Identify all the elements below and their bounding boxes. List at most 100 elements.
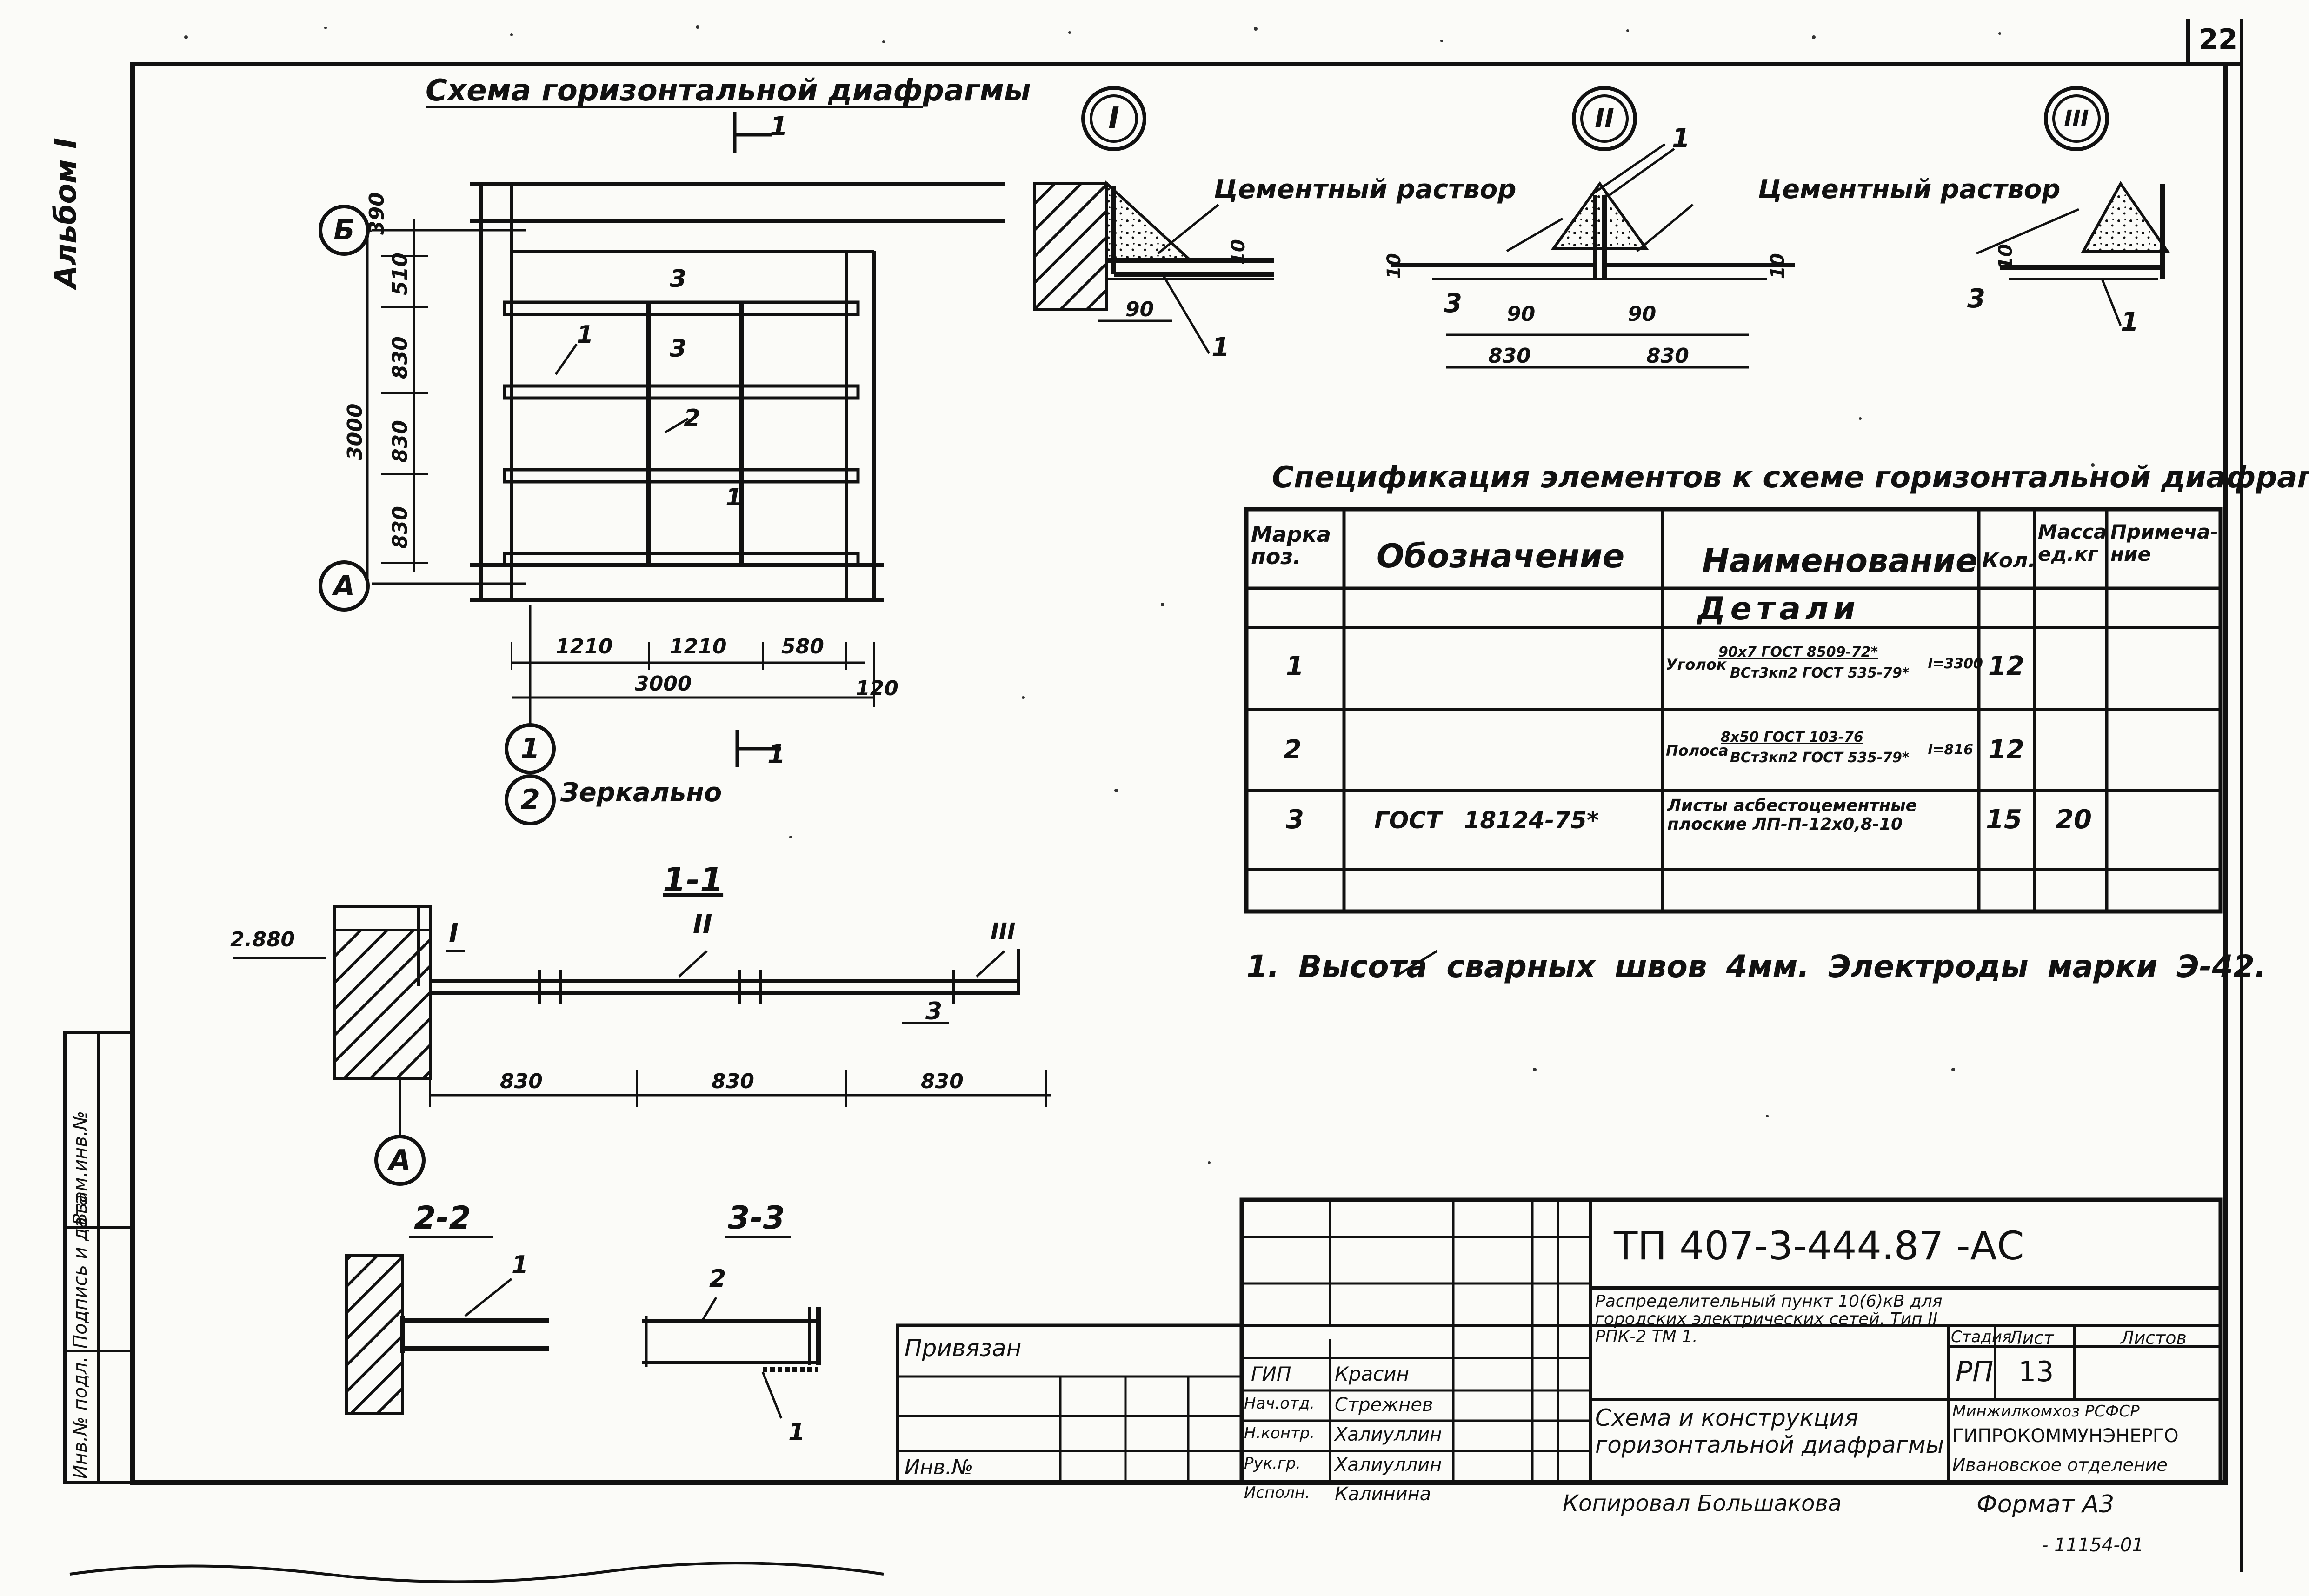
spec-row2-qty: 12 <box>1988 735 2024 765</box>
sheet-value: 13 <box>2018 1356 2054 1388</box>
staff-role-1: ГИП <box>1251 1363 1291 1385</box>
node-III-dim-10: 10 <box>1995 244 2016 270</box>
spec-group-details: Детали <box>1697 591 1860 627</box>
node-III-label-3: 3 <box>1967 284 1985 314</box>
level-mark: 2.880 <box>230 928 295 951</box>
node-III-label: III <box>2064 106 2089 132</box>
plan-dim-v-830c: 830 <box>388 506 412 549</box>
spec-row2-pos: 2 <box>1284 735 1302 765</box>
plan-dim-v-3000: 3000 <box>343 403 367 460</box>
plan-dim-h-1210a: 1210 <box>556 635 613 658</box>
album-label: Альбом I <box>49 138 83 288</box>
staff-name-1: Красин <box>1335 1363 1410 1385</box>
general-note: 1. Высота сварных швов 4мм. Электроды ма… <box>1246 949 2267 984</box>
document-code: ТП 407-3-444.87 -АС <box>1614 1223 2024 1269</box>
plan-label-3b: 3 <box>670 335 687 363</box>
spec-header-qty: Кол. <box>1982 549 2036 572</box>
staff-name-5: Калинина <box>1335 1483 1431 1505</box>
axis-a-bubble: А <box>319 560 370 612</box>
mortar-label-1: Цементный раствор <box>1214 174 1517 205</box>
section11-dim-830a: 830 <box>500 1070 543 1093</box>
staff-name-4: Халиуллин <box>1335 1454 1442 1476</box>
spec-row1-length: l=3300 <box>1928 656 1983 672</box>
staff-name-2: Стрежнев <box>1335 1394 1433 1416</box>
spec-row2-name-bottom: ВСт3кп2 ГОСТ 535-79* <box>1730 750 1910 766</box>
node-III-label-1: 1 <box>2121 307 2139 337</box>
spec-row1-name-bottom: ВСт3кп2 ГОСТ 535-79* <box>1730 665 1910 681</box>
plan-dim-v-390: 390 <box>365 192 389 235</box>
spec-row2-name-top: 8х50 ГОСТ 103-76 <box>1721 729 1863 745</box>
spec-header-note: Примеча-ние <box>2110 520 2219 565</box>
sheets-label: Листов <box>2121 1328 2187 1348</box>
node-details <box>1033 143 2170 369</box>
plan-section-mark-bottom: 1 <box>767 739 785 770</box>
plan-dim-h-120: 120 <box>856 677 898 700</box>
section22-label-1: 1 <box>512 1251 529 1279</box>
node-II-dim-10b: 10 <box>1767 253 1789 279</box>
node-I-dim-90: 90 <box>1125 298 1154 321</box>
spec-header-name: Наименование <box>1702 542 1978 580</box>
copied-by: Копировал Большакова <box>1563 1490 1842 1516</box>
spec-row3-designation: ГОСТ 18124-75* <box>1374 807 1599 834</box>
plan-drawing <box>366 106 1005 767</box>
section-3-3-title: 3-3 <box>728 1200 785 1237</box>
section11-dim-830c: 830 <box>921 1070 964 1093</box>
node-II-label-1: 1 <box>1672 123 1690 153</box>
section11-label-3: 3 <box>925 998 943 1025</box>
axis-1-label: 1 <box>520 732 540 765</box>
spec-table <box>1244 507 2223 914</box>
plan-label-3a: 3 <box>670 265 687 293</box>
node-III-bubble: III <box>2044 86 2109 151</box>
format-label: Формат А3 <box>1976 1490 2115 1518</box>
section11-dim-830b: 830 <box>712 1070 754 1093</box>
node-II-dim-830b: 830 <box>1646 344 1689 368</box>
spec-row1-name-prefix: Уголок <box>1666 656 1727 673</box>
node-II-label-3: 3 <box>1444 288 1462 319</box>
node-II-label: II <box>1595 103 1614 134</box>
section-2-2-title: 2-2 <box>414 1200 471 1237</box>
staff-role-2: Нач.отд. <box>1244 1394 1315 1413</box>
spec-row2-name-prefix: Полоса <box>1666 742 1729 759</box>
sheet-label: Лист <box>2009 1328 2054 1348</box>
node-II-dim-10a: 10 <box>1384 253 1405 279</box>
sheet-number: 22 <box>2199 23 2238 56</box>
spec-row1-qty: 12 <box>1988 651 2024 681</box>
inv-label: Инв.№ <box>905 1456 973 1479</box>
node-I-label: I <box>1108 101 1119 136</box>
axis-2-bubble: 2 <box>505 774 556 825</box>
axis-b-label: Б <box>333 214 355 246</box>
archive-number: - 11154-01 <box>2042 1535 2144 1556</box>
staff-role-3: Н.контр. <box>1244 1424 1315 1443</box>
section-1-1-drawing <box>233 905 1438 1135</box>
axis-a-label: А <box>333 570 355 602</box>
node-II-dim-830a: 830 <box>1488 344 1531 368</box>
spec-header-pos: Марка поз. <box>1251 522 1331 569</box>
title-block <box>896 1197 2223 1485</box>
node-I-bubble: I <box>1081 86 1146 151</box>
spec-row3-pos: 3 <box>1286 805 1304 835</box>
axis-1-bubble: 1 <box>505 723 556 774</box>
spec-row2-length: l=816 <box>1928 742 1974 758</box>
spec-row3-name-bottom: плоские ЛП-П-12х0,8-10 <box>1667 815 1903 834</box>
stage-value: РП <box>1956 1356 1994 1388</box>
section11-node-III: III <box>991 918 1016 944</box>
axis-b-bubble: Б <box>319 205 370 256</box>
section-3-3-drawing <box>642 1236 821 1419</box>
stamp-inv-podl: Инв.№ подл. <box>70 1356 91 1479</box>
mirror-label: Зеркально <box>560 778 722 808</box>
spec-row1-pos: 1 <box>1286 651 1304 681</box>
spec-title: Спецификация элементов к схеме горизонта… <box>1272 460 2309 495</box>
plan-label-2: 2 <box>684 405 701 432</box>
spec-row3-mass: 20 <box>2056 805 2092 835</box>
spec-header-mass: Масса ед.кг <box>2038 520 2107 565</box>
node-II-dim-90a: 90 <box>1507 302 1536 326</box>
plan-dim-v-830b: 830 <box>388 420 412 463</box>
spec-header-designation: Обозначение <box>1377 537 1625 575</box>
staff-role-4: Рук.гр. <box>1244 1454 1301 1473</box>
spec-row3-qty: 15 <box>1986 805 2022 835</box>
plan-dim-h-1210b: 1210 <box>670 635 727 658</box>
plan-label-1b: 1 <box>725 484 743 512</box>
sheet-name: Схема и конструкция горизонтальной диафр… <box>1595 1404 1944 1458</box>
plan-section-mark-top: 1 <box>770 112 788 142</box>
plan-dim-v-830a: 830 <box>388 336 412 379</box>
